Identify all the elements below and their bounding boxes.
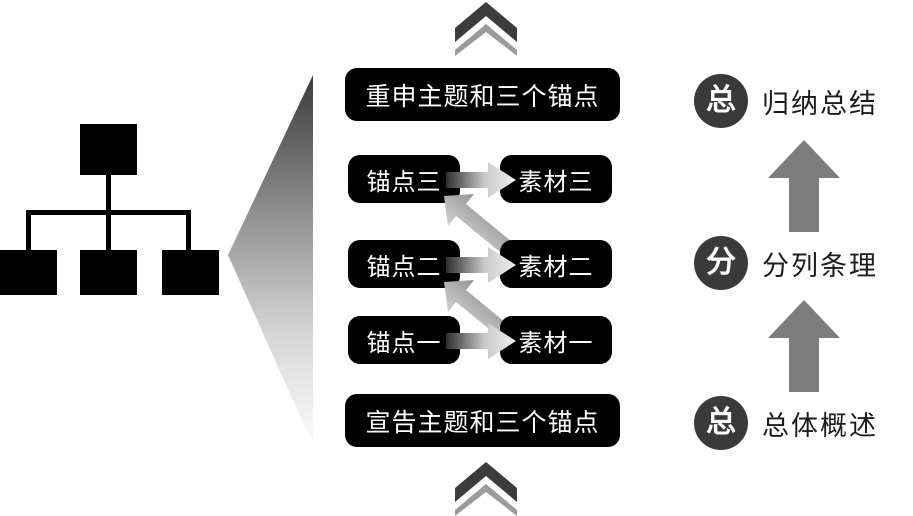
material-label-2: 素材二 (518, 253, 594, 281)
material-label-1: 素材一 (518, 329, 594, 357)
step-badge-icon-structure: 分 (694, 236, 748, 290)
material-to-next-anchor-arrow-2 (444, 194, 512, 252)
material-box-1[interactable]: 素材一 (500, 316, 612, 364)
material-label-3: 素材三 (518, 168, 594, 196)
material-to-next-anchor-arrow-1 (444, 280, 512, 338)
top-banner-label: 重申主题和三个锚点 (365, 82, 600, 111)
up-arrow-bottom (768, 300, 840, 392)
anchor-box-3[interactable]: 锚点三 (348, 155, 460, 203)
chevron-up-top (455, 2, 517, 56)
anchor-to-material-arrow-3 (446, 162, 516, 198)
org-parent-node (80, 124, 137, 175)
org-branch-line-left (26, 210, 31, 252)
chevron-up-bottom (455, 462, 517, 516)
material-box-3[interactable]: 素材三 (500, 155, 612, 203)
org-branch-line-right (186, 210, 191, 252)
step-badge-icon-overview: 总 (694, 396, 748, 450)
step-label-summary: 归纳总结 (762, 88, 878, 119)
step-badge-glyph-overview: 总 (706, 406, 736, 439)
org-horizontal-line (26, 210, 191, 215)
step-row-overview[interactable]: 总 总体概述 (694, 396, 878, 450)
bottom-banner-label: 宣告主题和三个锚点 (365, 408, 600, 437)
anchor-to-material-arrow-1 (446, 323, 516, 359)
anchor-label-3: 锚点三 (366, 168, 442, 196)
top-banner-box[interactable]: 重申主题和三个锚点 (345, 68, 620, 121)
bottom-banner-box[interactable]: 宣告主题和三个锚点 (345, 394, 620, 447)
step-row-structure[interactable]: 分 分列条理 (694, 236, 878, 290)
step-label-structure: 分列条理 (762, 250, 878, 281)
up-arrow-top (768, 140, 840, 232)
anchor-label-1: 锚点一 (366, 329, 442, 357)
step-row-summary[interactable]: 总 归纳总结 (694, 74, 878, 128)
anchor-label-2: 锚点二 (366, 253, 442, 281)
org-child-node-2 (80, 250, 137, 295)
funnel-arrow (228, 75, 313, 445)
material-box-2[interactable]: 素材二 (500, 240, 612, 288)
anchor-box-2[interactable]: 锚点二 (348, 240, 460, 288)
step-badge-icon-summary: 总 (694, 74, 748, 128)
org-child-node-3 (162, 250, 219, 295)
anchor-to-material-arrow-2 (446, 247, 516, 283)
step-badge-glyph-summary: 总 (706, 84, 736, 117)
anchor-box-1[interactable]: 锚点一 (348, 316, 460, 364)
step-label-overview: 总体概述 (762, 410, 878, 441)
org-child-node-1 (0, 250, 57, 295)
step-badge-glyph-structure: 分 (706, 246, 736, 279)
